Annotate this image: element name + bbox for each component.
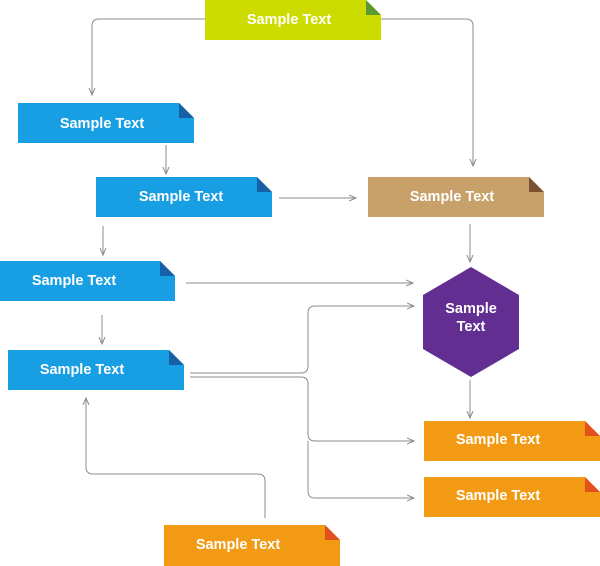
node-n10-label: Sample Text [196,537,281,553]
node-n1-label: Sample Text [247,12,332,28]
node-n10-shape [164,525,340,566]
node-n3-fold [257,177,272,192]
node-n5-label: Sample Text [32,273,117,289]
node-n4-label: Sample Text [410,189,495,205]
connector-n7-to-n6 [190,306,414,374]
node-n6-hexagon [423,267,519,377]
connector-n7-to-n8 [190,376,414,441]
connector-n7-to-n9 [307,441,414,498]
node-n9-shape [424,477,600,517]
node-n3-label: Sample Text [139,189,224,205]
node-n9-fold [585,477,600,492]
node-n9-label: Sample Text [456,488,541,504]
connectors [86,18,473,518]
node-n7-fold [169,350,184,365]
connector-n1-to-n4 [380,18,473,166]
node-n8[interactable]: Sample Text [424,421,600,461]
node-n9[interactable]: Sample Text [424,477,600,517]
node-n3-shape [96,177,272,217]
node-n5-fold [160,261,175,276]
node-n10[interactable]: Sample Text [164,525,340,566]
node-n4-shape [368,177,544,217]
node-n2-fold [179,103,194,118]
node-n4[interactable]: Sample Text [368,177,544,217]
node-n6-label-line1: Sample [445,301,497,317]
node-n4-fold [529,177,544,192]
node-n10-fold [325,525,340,540]
node-n1-fold [366,0,381,15]
node-n8-fold [585,421,600,436]
node-n1[interactable]: Sample Text [205,0,381,40]
node-n2[interactable]: Sample Text [18,103,194,143]
node-n5[interactable]: Sample Text [0,261,175,301]
node-n8-label: Sample Text [456,432,541,448]
node-n3[interactable]: Sample Text [96,177,272,217]
node-n2-label: Sample Text [60,116,145,132]
connector-n1-to-n2 [92,18,205,95]
node-n1-shape [205,0,381,40]
connector-n10-to-n7 [86,398,266,518]
node-n6-label-line2: Text [457,319,486,335]
node-n7[interactable]: Sample Text [8,350,184,390]
node-n2-shape [18,103,194,143]
node-n7-shape [8,350,184,390]
node-n5-shape [0,261,175,301]
node-n7-label: Sample Text [40,362,125,378]
node-n8-shape [424,421,600,461]
